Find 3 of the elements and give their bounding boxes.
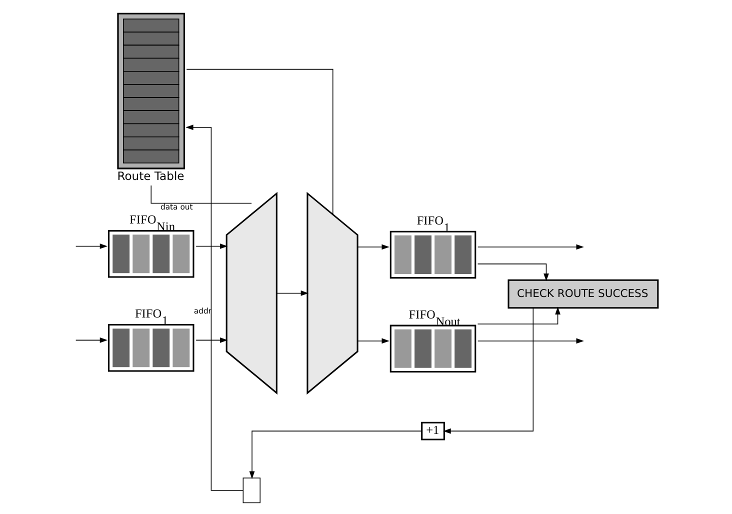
edge-label: addr <box>193 306 212 316</box>
edge-label: data out <box>160 202 192 212</box>
node-label: Route Table <box>116 168 184 183</box>
